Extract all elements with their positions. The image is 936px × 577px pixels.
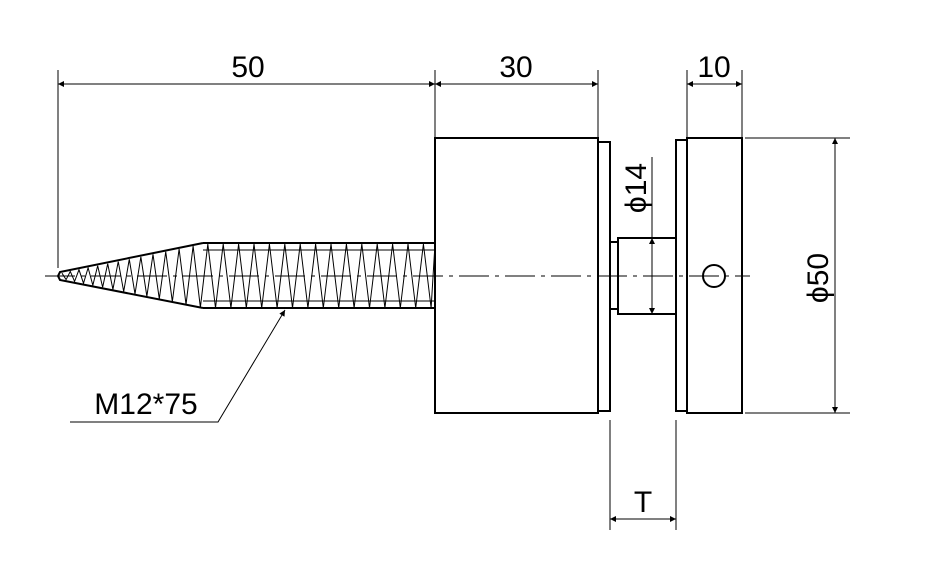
dimension-diameter-14: ϕ14 — [620, 157, 655, 314]
dimension-label: ϕ50 — [802, 253, 835, 303]
thread-callout: M12*75 — [70, 309, 286, 423]
dimension-diameter-50: ϕ50 — [745, 137, 850, 414]
dimension-label: 50 — [231, 51, 264, 84]
dimension-50: 50 — [57, 51, 436, 268]
dimension-gap-t: T — [609, 420, 677, 530]
threaded-screw — [56, 242, 436, 309]
dimension-label: ϕ14 — [620, 163, 653, 213]
dimension-label: T — [634, 486, 652, 519]
dimension-10: 10 — [686, 51, 743, 138]
thread-label: M12*75 — [94, 388, 197, 421]
dimension-label: 30 — [499, 51, 532, 84]
set-screw-hole — [702, 264, 726, 288]
dimension-label: 10 — [697, 51, 730, 84]
dimension-30: 30 — [435, 51, 599, 140]
base-block — [686, 137, 743, 414]
